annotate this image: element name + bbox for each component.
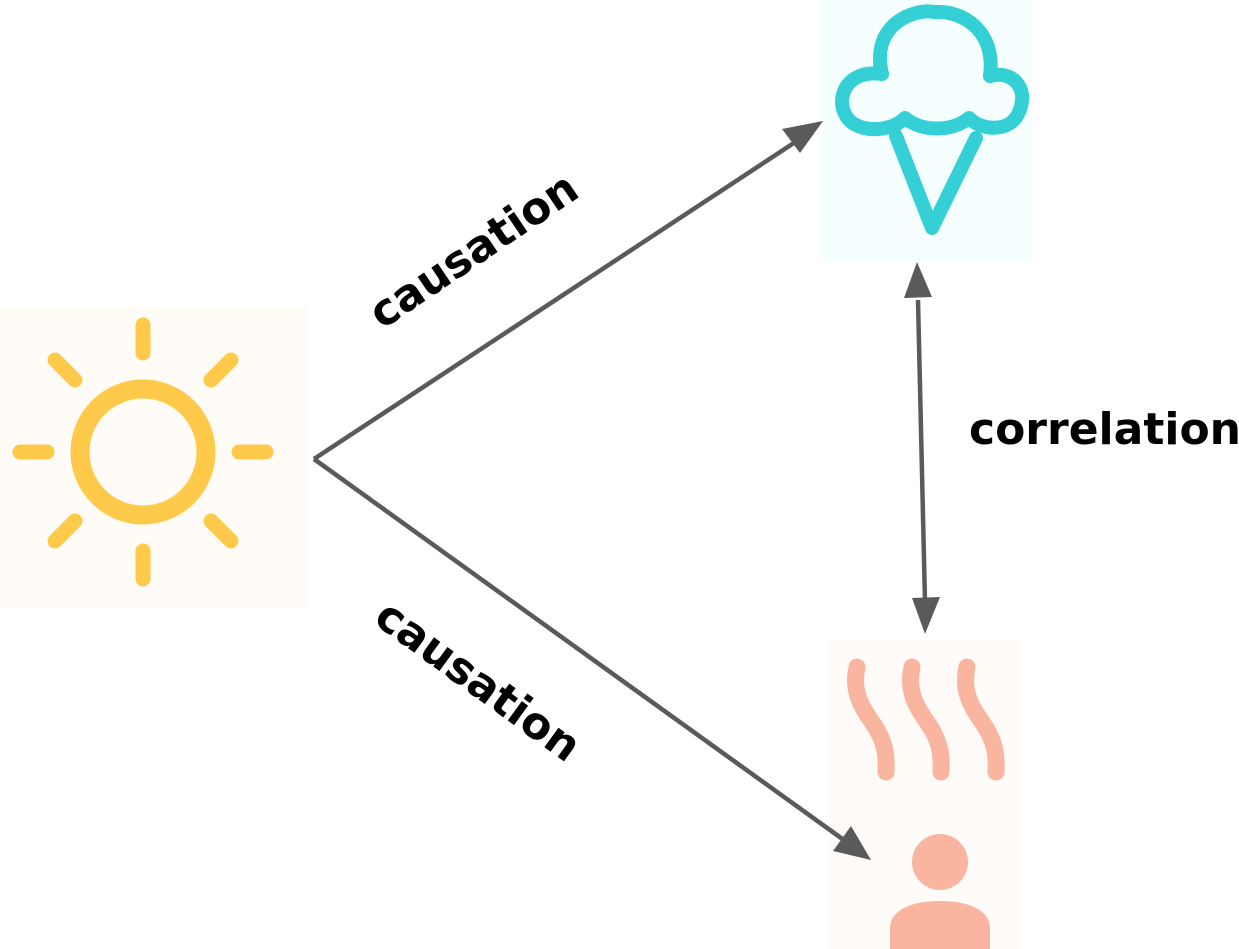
arrowhead-heat xyxy=(833,826,871,860)
arrowhead-ice-cream-top xyxy=(904,262,932,298)
arrow-sun-to-ice-cream xyxy=(312,133,808,461)
arrow-ice-cream-heat xyxy=(915,299,928,603)
ice-cream-icon xyxy=(835,4,1030,235)
causation-label-top: causation xyxy=(360,162,588,339)
heat-waves-icon xyxy=(847,658,1005,781)
sun-icon xyxy=(12,317,274,587)
arrowhead-heat-top xyxy=(912,597,940,634)
causation-label-bottom: causation xyxy=(366,590,591,773)
arrow-sun-to-heat xyxy=(312,457,850,845)
correlation-label: correlation xyxy=(969,404,1239,455)
arrowheads xyxy=(782,121,940,860)
arrowhead-ice-cream xyxy=(782,121,823,153)
arrows xyxy=(312,133,928,845)
person-icon xyxy=(890,834,990,949)
overheated-person-icon xyxy=(847,658,1005,949)
